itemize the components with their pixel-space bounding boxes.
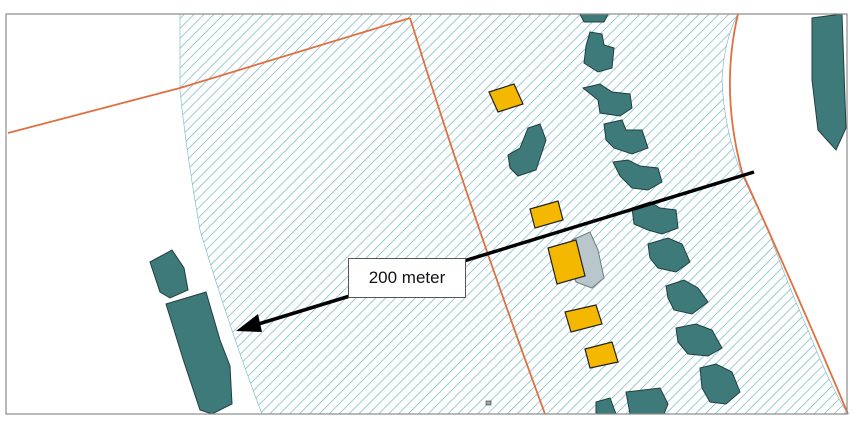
highlighted-building (529, 200, 564, 229)
highlighted-building (547, 239, 586, 285)
hatched-zone (179, 13, 849, 415)
building (579, 13, 609, 23)
buildings (149, 13, 847, 415)
highlighted-building (488, 83, 524, 113)
building (625, 387, 669, 415)
parcel-boundaries (7, 13, 849, 415)
building (647, 237, 691, 273)
building (581, 83, 633, 117)
highlighted-building (584, 341, 619, 369)
building (149, 249, 189, 299)
distance-label: 200 meter (348, 258, 466, 298)
building (612, 159, 663, 191)
building (699, 363, 741, 405)
arrow-left-icon (236, 314, 262, 332)
building (675, 323, 723, 357)
highlighted-buildings (488, 83, 619, 369)
distance-line (251, 170, 755, 328)
building (165, 291, 233, 415)
building (603, 119, 649, 155)
building (507, 123, 547, 177)
small-marker (485, 400, 492, 406)
building (665, 279, 709, 315)
building (583, 31, 615, 73)
highlighted-building (564, 304, 603, 333)
map-frame (5, 13, 848, 415)
